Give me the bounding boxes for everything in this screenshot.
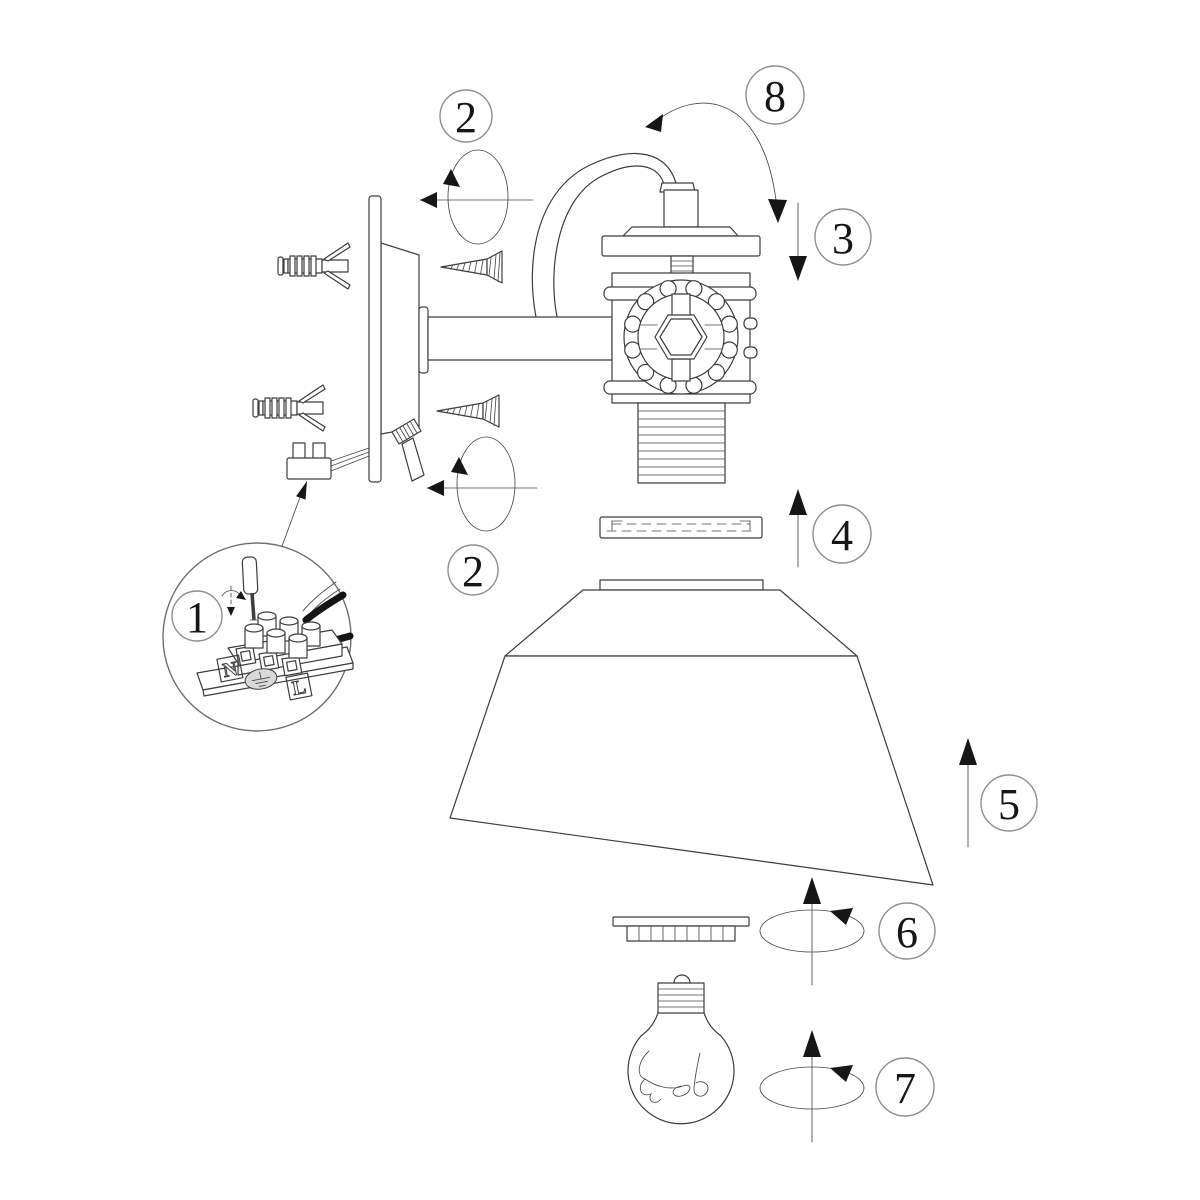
curved-arrow-icon (645, 102, 787, 223)
callout-step-4-number: 4 (831, 511, 853, 560)
up-arrow-step7-icon (803, 1030, 821, 1143)
terminal-hole (281, 655, 303, 677)
terminal-screws (244, 611, 321, 659)
shade-retaining-ring (599, 516, 763, 539)
terminal-hole (235, 645, 257, 667)
up-arrow-step4-icon (789, 489, 807, 568)
label-neutral: N (216, 654, 244, 683)
callout-step-5-number: 5 (998, 780, 1020, 829)
wall-anchor-top (277, 242, 351, 290)
filament-icon (638, 1050, 709, 1103)
detail-leader-line (280, 481, 307, 550)
terminal-block-3d: N L (196, 611, 354, 701)
callout-step-6-number: 6 (896, 908, 918, 957)
callout-step-1-number: 1 (186, 593, 208, 642)
mounting-screw-top (440, 250, 503, 284)
callout-step-8-number: 8 (764, 72, 786, 121)
cord-grip (391, 418, 425, 482)
callout-step-7-number: 7 (894, 1064, 916, 1113)
screw-in-arrow-icon (221, 585, 246, 616)
rotation-ellipse-step7-icon (759, 1065, 865, 1110)
live-label-text: L (291, 676, 308, 700)
mounting-screw-bottom (436, 394, 500, 428)
socket-thread (637, 402, 726, 484)
callout-step-2b-number: 2 (462, 547, 484, 596)
rotation-ellipse-step6-icon (759, 908, 865, 953)
swivel-joint (601, 189, 761, 484)
callout-step-1 (171, 590, 223, 642)
swivel-gear-ring (623, 279, 739, 395)
lamp-arm (427, 316, 613, 361)
label-live: L (285, 672, 313, 701)
callout-step-5: 5 (980, 774, 1038, 832)
callout-step-3: 3 (814, 208, 872, 266)
callout-step-8: 8 (745, 65, 805, 125)
light-bulb (627, 974, 735, 1125)
wall-canopy (368, 195, 429, 483)
terminal-hole (258, 650, 280, 672)
rotation-arrow-arm-icon (426, 436, 538, 532)
wall-anchor-bottom (252, 384, 326, 432)
screwdriver-icon (241, 556, 259, 621)
terminal-block (286, 442, 332, 480)
up-arrow-step5-icon (959, 738, 977, 848)
mains-wires (330, 447, 370, 472)
callout-step-2-number: 2 (455, 93, 477, 142)
lampshade (449, 579, 934, 886)
down-arrow-step3-icon (789, 202, 807, 281)
up-arrow-step6-icon (803, 877, 821, 986)
hex-nut (654, 314, 708, 360)
neutral-label-text: N (221, 658, 240, 682)
callout-step-3-number: 3 (832, 214, 854, 263)
earth-symbol (244, 668, 278, 690)
callout-step-6: 6 (878, 902, 936, 960)
rotation-arrow-canopy-icon (419, 149, 534, 245)
callout-step-2-arm: 2 (447, 544, 499, 596)
terminal-detail-magnifier: N L 1 (162, 542, 354, 732)
callout-step-2-canopy: 2 (439, 89, 493, 143)
diffuser-ring (612, 916, 750, 942)
callout-step-7: 7 (875, 1057, 935, 1117)
cable-entry-block (663, 189, 699, 228)
callout-step-4: 4 (812, 504, 872, 564)
